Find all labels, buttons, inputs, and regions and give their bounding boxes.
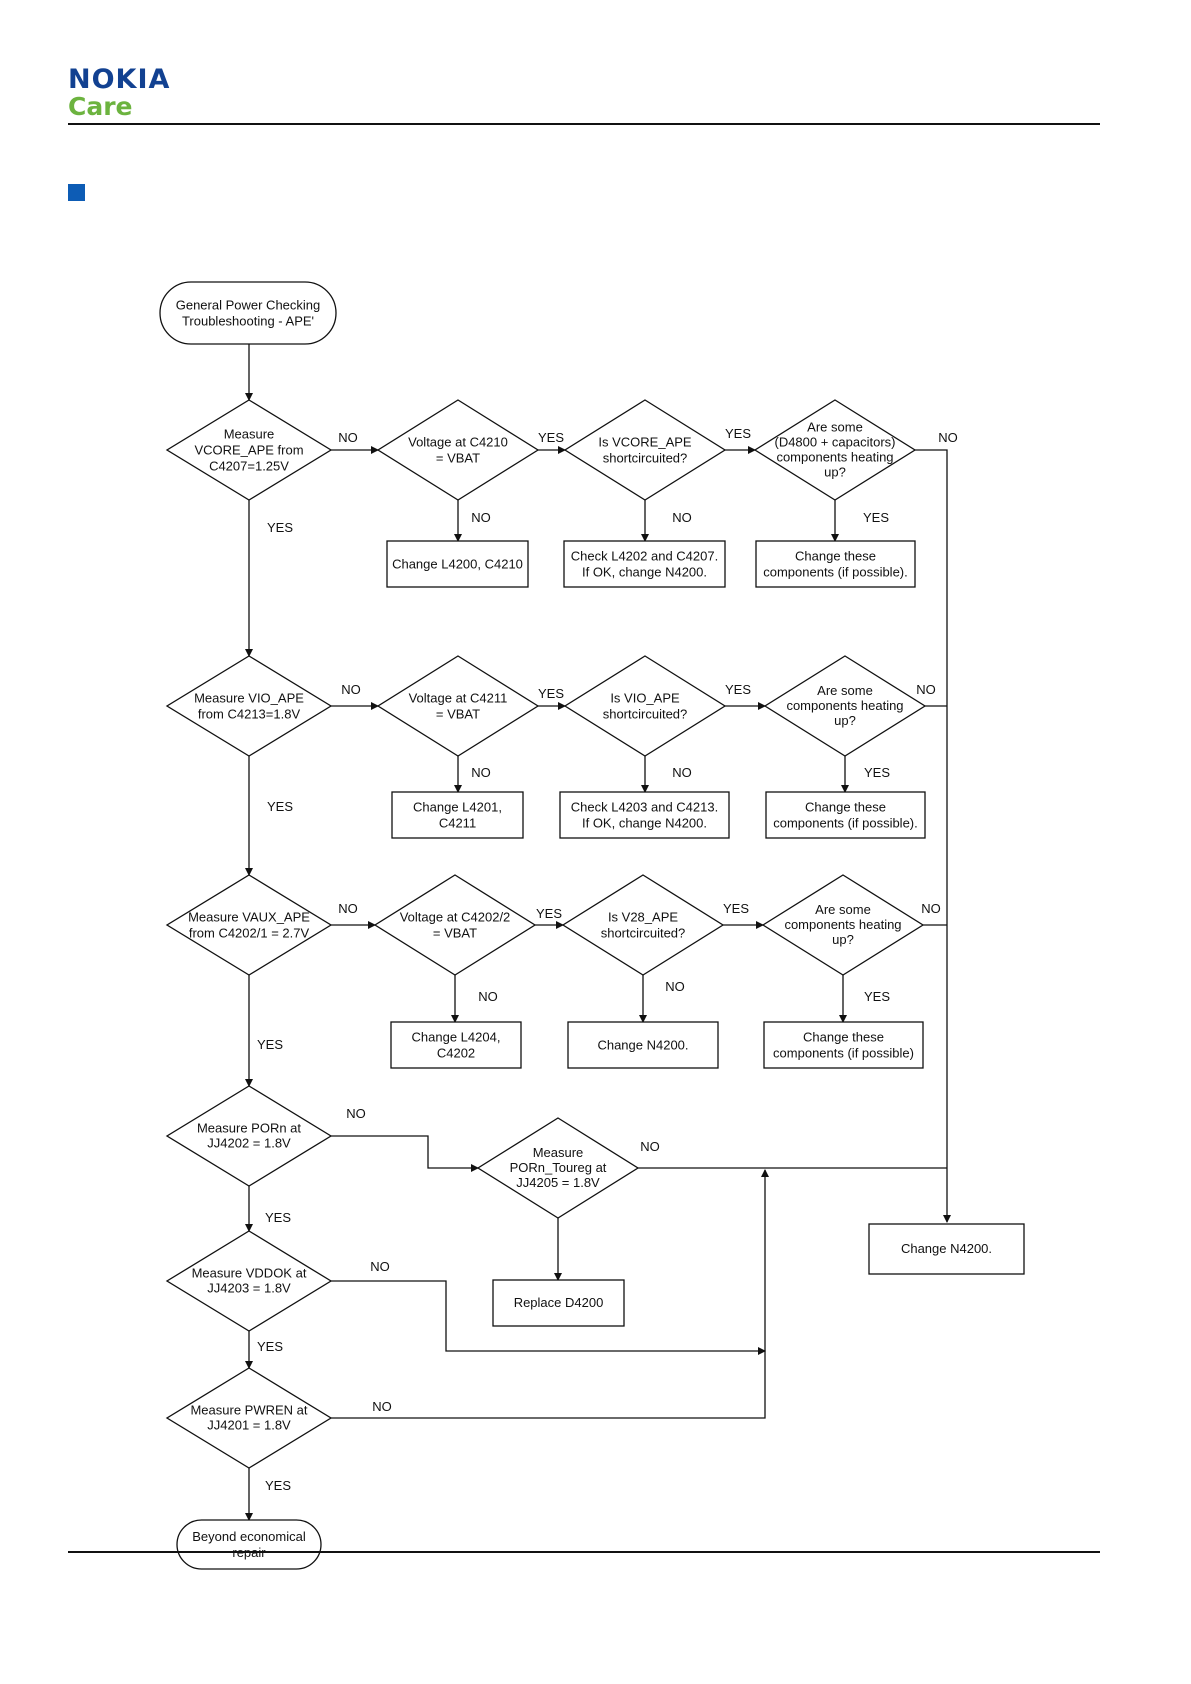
porn-check-no xyxy=(331,1135,479,1172)
label-porn-no: NO xyxy=(346,1106,366,1121)
vcore-fix-voltage: Change L4200, C4210 xyxy=(386,540,529,588)
label-vaux-short-no: NO xyxy=(665,979,685,994)
label-vcore-no: NO xyxy=(338,430,358,445)
vddok-no xyxy=(331,1280,766,1355)
label-vcore-voltage-no: NO xyxy=(471,510,491,525)
label-vcore-heating-no: NO xyxy=(938,430,958,445)
vcore-fix-short-text: Check L4202 and C4207.If OK, change N420… xyxy=(571,549,718,580)
section-bullet-icon xyxy=(68,184,85,201)
label-vcore-yes: YES xyxy=(267,520,293,535)
label-vcore-heating-yes: YES xyxy=(863,510,889,525)
porn-toureg-fix-text: Replace D4200 xyxy=(514,1295,604,1310)
porn-toureg-fix: Replace D4200 xyxy=(492,1279,625,1327)
label-vio-heating-no: NO xyxy=(916,682,936,697)
label-vio-heating-yes: YES xyxy=(864,765,890,780)
label-pwren-no: NO xyxy=(372,1399,392,1414)
vcore-fix-short: Check L4202 and C4207.If OK, change N420… xyxy=(563,540,726,588)
label-pwren-yes: YES xyxy=(265,1478,291,1493)
label-vaux-no: NO xyxy=(338,901,358,916)
vcore-fix-voltage-text: Change L4200, C4210 xyxy=(392,557,523,572)
label-vaux-heating-no: NO xyxy=(921,901,941,916)
vaux-fix-voltage-text: Change L4204,C4202 xyxy=(412,1030,501,1061)
vcore-voltage-text: Voltage at C4210= VBAT xyxy=(408,435,508,466)
vio-voltage-text: Voltage at C4211= VBAT xyxy=(409,691,508,722)
care-logo: Care xyxy=(68,92,133,121)
label-vddok-yes: YES xyxy=(257,1339,283,1354)
label-vaux-voltage-no: NO xyxy=(478,989,498,1004)
vaux-fix-short: Change N4200. xyxy=(567,1021,719,1069)
label-vio-voltage-no: NO xyxy=(471,765,491,780)
label-vio-short-no: NO xyxy=(672,765,692,780)
vio-voltage: Voltage at C4211= VBAT xyxy=(376,655,540,757)
vio-fix-short-text: Check L4203 and C4213.If OK, change N420… xyxy=(571,800,718,831)
change-n4200-box-text: Change N4200. xyxy=(901,1241,992,1256)
vcore-heating: Are some(D4800 + capacitors)components h… xyxy=(753,399,917,501)
label-porn-toureg-no: NO xyxy=(640,1139,660,1154)
nokia-logo: NOKIA xyxy=(68,64,171,95)
vio-fix-voltage: Change L4201,C4211 xyxy=(391,791,524,839)
vcore-voltage: Voltage at C4210= VBAT xyxy=(376,399,540,501)
vio-fix-voltage-text: Change L4201,C4211 xyxy=(413,800,502,831)
label-vaux-voltage-yes: YES xyxy=(536,906,562,921)
header-rule xyxy=(68,123,1100,125)
label-vaux-short-yes: YES xyxy=(723,901,749,916)
label-vaux-heating-yes: YES xyxy=(864,989,890,1004)
label-porn-yes: YES xyxy=(265,1210,291,1225)
vaux-voltage-text: Voltage at C4202/2= VBAT xyxy=(400,910,511,941)
label-vio-voltage-yes: YES xyxy=(538,686,564,701)
vio-fix-short: Check L4203 and C4213.If OK, change N420… xyxy=(559,791,730,839)
label-vaux-yes: YES xyxy=(257,1037,283,1052)
label-vio-short-yes: YES xyxy=(725,682,751,697)
vcore-heating-text: Are some(D4800 + capacitors)components h… xyxy=(774,420,895,480)
pwren-no xyxy=(331,1169,769,1419)
label-vcore-short-yes: YES xyxy=(725,426,751,441)
vcore-heating-no xyxy=(915,449,951,1223)
label-vio-yes: YES xyxy=(267,799,293,814)
vaux-voltage: Voltage at C4202/2= VBAT xyxy=(373,874,537,976)
label-vcore-voltage-yes: YES xyxy=(538,430,564,445)
vaux-fix-short-text: Change N4200. xyxy=(597,1038,688,1053)
label-vcore-short-no: NO xyxy=(672,510,692,525)
label-vio-no: NO xyxy=(341,682,361,697)
label-vddok-no: NO xyxy=(370,1259,390,1274)
end-terminal: Beyond economicalrepair xyxy=(176,1519,322,1570)
vaux-fix-voltage: Change L4204,C4202 xyxy=(390,1021,522,1069)
footer-rule xyxy=(68,1551,1100,1553)
change-n4200-box: Change N4200. xyxy=(868,1223,1025,1275)
